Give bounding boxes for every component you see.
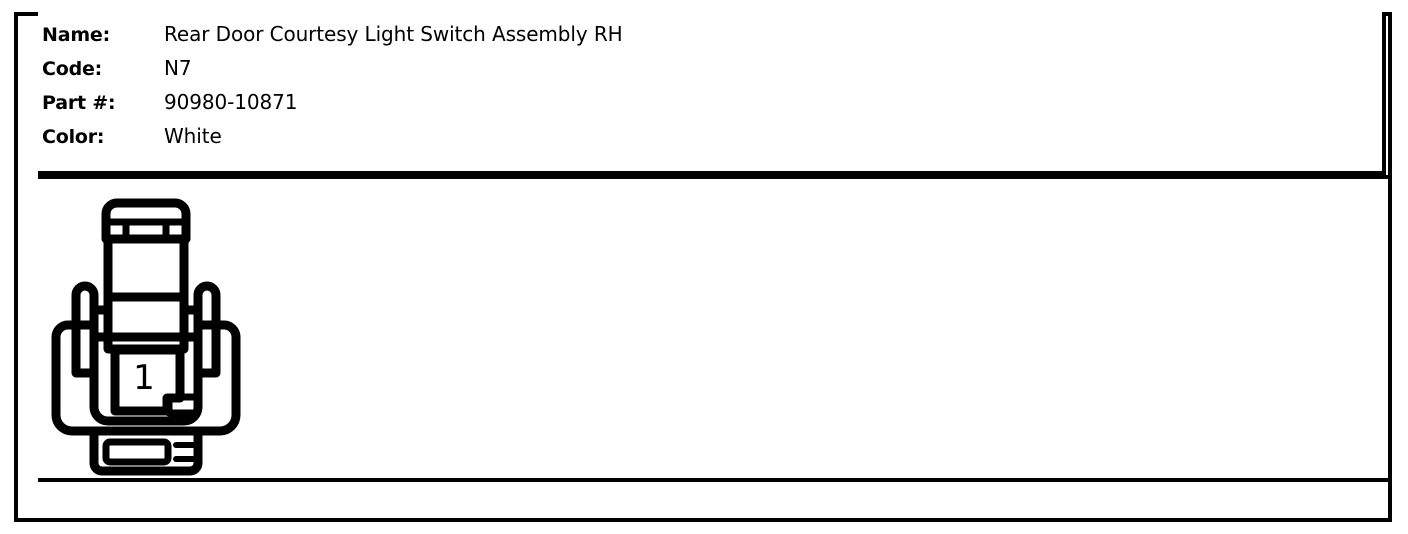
specification-box: Name: Rear Door Courtesy Light Switch As… [38,12,1386,175]
spec-row-name: Name: Rear Door Courtesy Light Switch As… [38,22,1382,56]
spec-row-part-number: Part #: 90980-10871 [38,90,1382,124]
spec-value-color: White [164,124,222,148]
connector-latch-arm-right [193,281,221,378]
connector-top-tab [101,198,191,244]
connector-base-slot-wide [102,438,172,466]
spec-label-name: Name: [42,24,111,46]
connector-base-block [89,426,203,476]
connector-image-box: 1 [38,175,1392,482]
spec-label-color: Color: [42,126,105,148]
spec-value-part-number: 90980-10871 [164,90,298,114]
connector-cavity-1-keyway [165,393,201,417]
connector-outer-housing [51,320,241,436]
footer-strip [38,482,1392,522]
connector-shoulder-shell [89,292,203,426]
specification-rows: Name: Rear Door Courtesy Light Switch As… [38,22,1382,158]
connector-face-view-icon: 1 [51,198,241,476]
spec-value-code: N7 [164,56,192,80]
connector-latch-arm-left [71,281,99,378]
connector-diagram: 1 [36,177,266,477]
spec-label-code: Code: [42,58,103,80]
spec-row-code: Code: N7 [38,56,1382,90]
connector-cavity-1-number: 1 [133,358,155,398]
spec-label-part-number: Part #: [42,92,116,114]
spec-value-name: Rear Door Courtesy Light Switch Assembly… [164,22,623,46]
spec-row-color: Color: White [38,124,1382,158]
